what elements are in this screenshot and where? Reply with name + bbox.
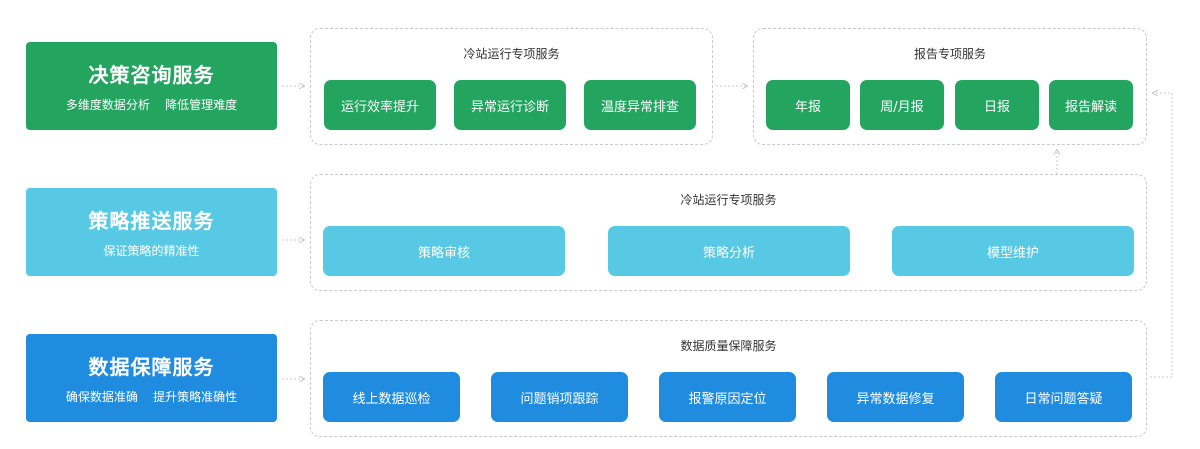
data-quality-panel-title: 数据质量保障服务 (680, 339, 777, 353)
chiller-operation-panel-top-title: 冷站运行专项服务 (463, 47, 560, 61)
item-efficiency-improvement: 运行效率提升 (324, 80, 436, 130)
data-quality-panel: 数据质量保障服务 线上数据巡检 问题销项跟踪 报警原因定位 异常数据修复 日常问… (310, 320, 1147, 437)
report-service-panel-title: 报告专项服务 (913, 47, 986, 61)
chiller-operation-panel-top: 冷站运行专项服务 运行效率提升 异常运行诊断 温度异常排查 (310, 28, 713, 145)
data-assurance-subtitle: 确保数据准确 提升策略准确性 (65, 390, 238, 404)
strategy-push-box: 策略推送服务 保证策略的精准性 (26, 188, 277, 276)
item-report-interpretation: 报告解读 (1049, 80, 1133, 130)
item-daily-report: 日报 (955, 80, 1039, 130)
strategy-push-title: 策略推送服务 (88, 209, 215, 233)
item-strategy-analysis: 策略分析 (608, 226, 850, 276)
strategy-push-subtitle: 保证策略的精准性 (103, 244, 200, 258)
chiller-operation-panel-middle: 冷站运行专项服务 策略审核 策略分析 模型维护 (310, 174, 1147, 291)
item-abnormal-operation-diagnosis: 异常运行诊断 (454, 80, 566, 130)
item-issue-tracking: 问题销项跟踪 (491, 372, 628, 422)
item-alarm-cause-location: 报警原因定位 (659, 372, 796, 422)
item-model-maintenance: 模型维护 (892, 226, 1134, 276)
connector-bottom-to-report (1150, 93, 1173, 378)
item-online-data-inspection: 线上数据巡检 (323, 372, 460, 422)
decision-consulting-subtitle: 多维度数据分析 降低管理难度 (65, 98, 238, 112)
report-service-panel: 报告专项服务 年报 周/月报 日报 报告解读 (753, 28, 1147, 145)
data-assurance-box: 数据保障服务 确保数据准确 提升策略准确性 (26, 334, 277, 422)
data-assurance-title: 数据保障服务 (88, 355, 215, 379)
item-strategy-review: 策略审核 (323, 226, 565, 276)
decision-consulting-box: 决策咨询服务 多维度数据分析 降低管理难度 (26, 42, 277, 130)
chiller-operation-panel-middle-title: 冷站运行专项服务 (680, 193, 777, 207)
item-annual-report: 年报 (766, 80, 850, 130)
item-weekly-monthly-report: 周/月报 (860, 80, 944, 130)
item-abnormal-data-repair: 异常数据修复 (827, 372, 964, 422)
item-temperature-anomaly-check: 温度异常排查 (584, 80, 696, 130)
decision-consulting-title: 决策咨询服务 (88, 63, 215, 87)
item-daily-qa: 日常问题答疑 (995, 372, 1132, 422)
